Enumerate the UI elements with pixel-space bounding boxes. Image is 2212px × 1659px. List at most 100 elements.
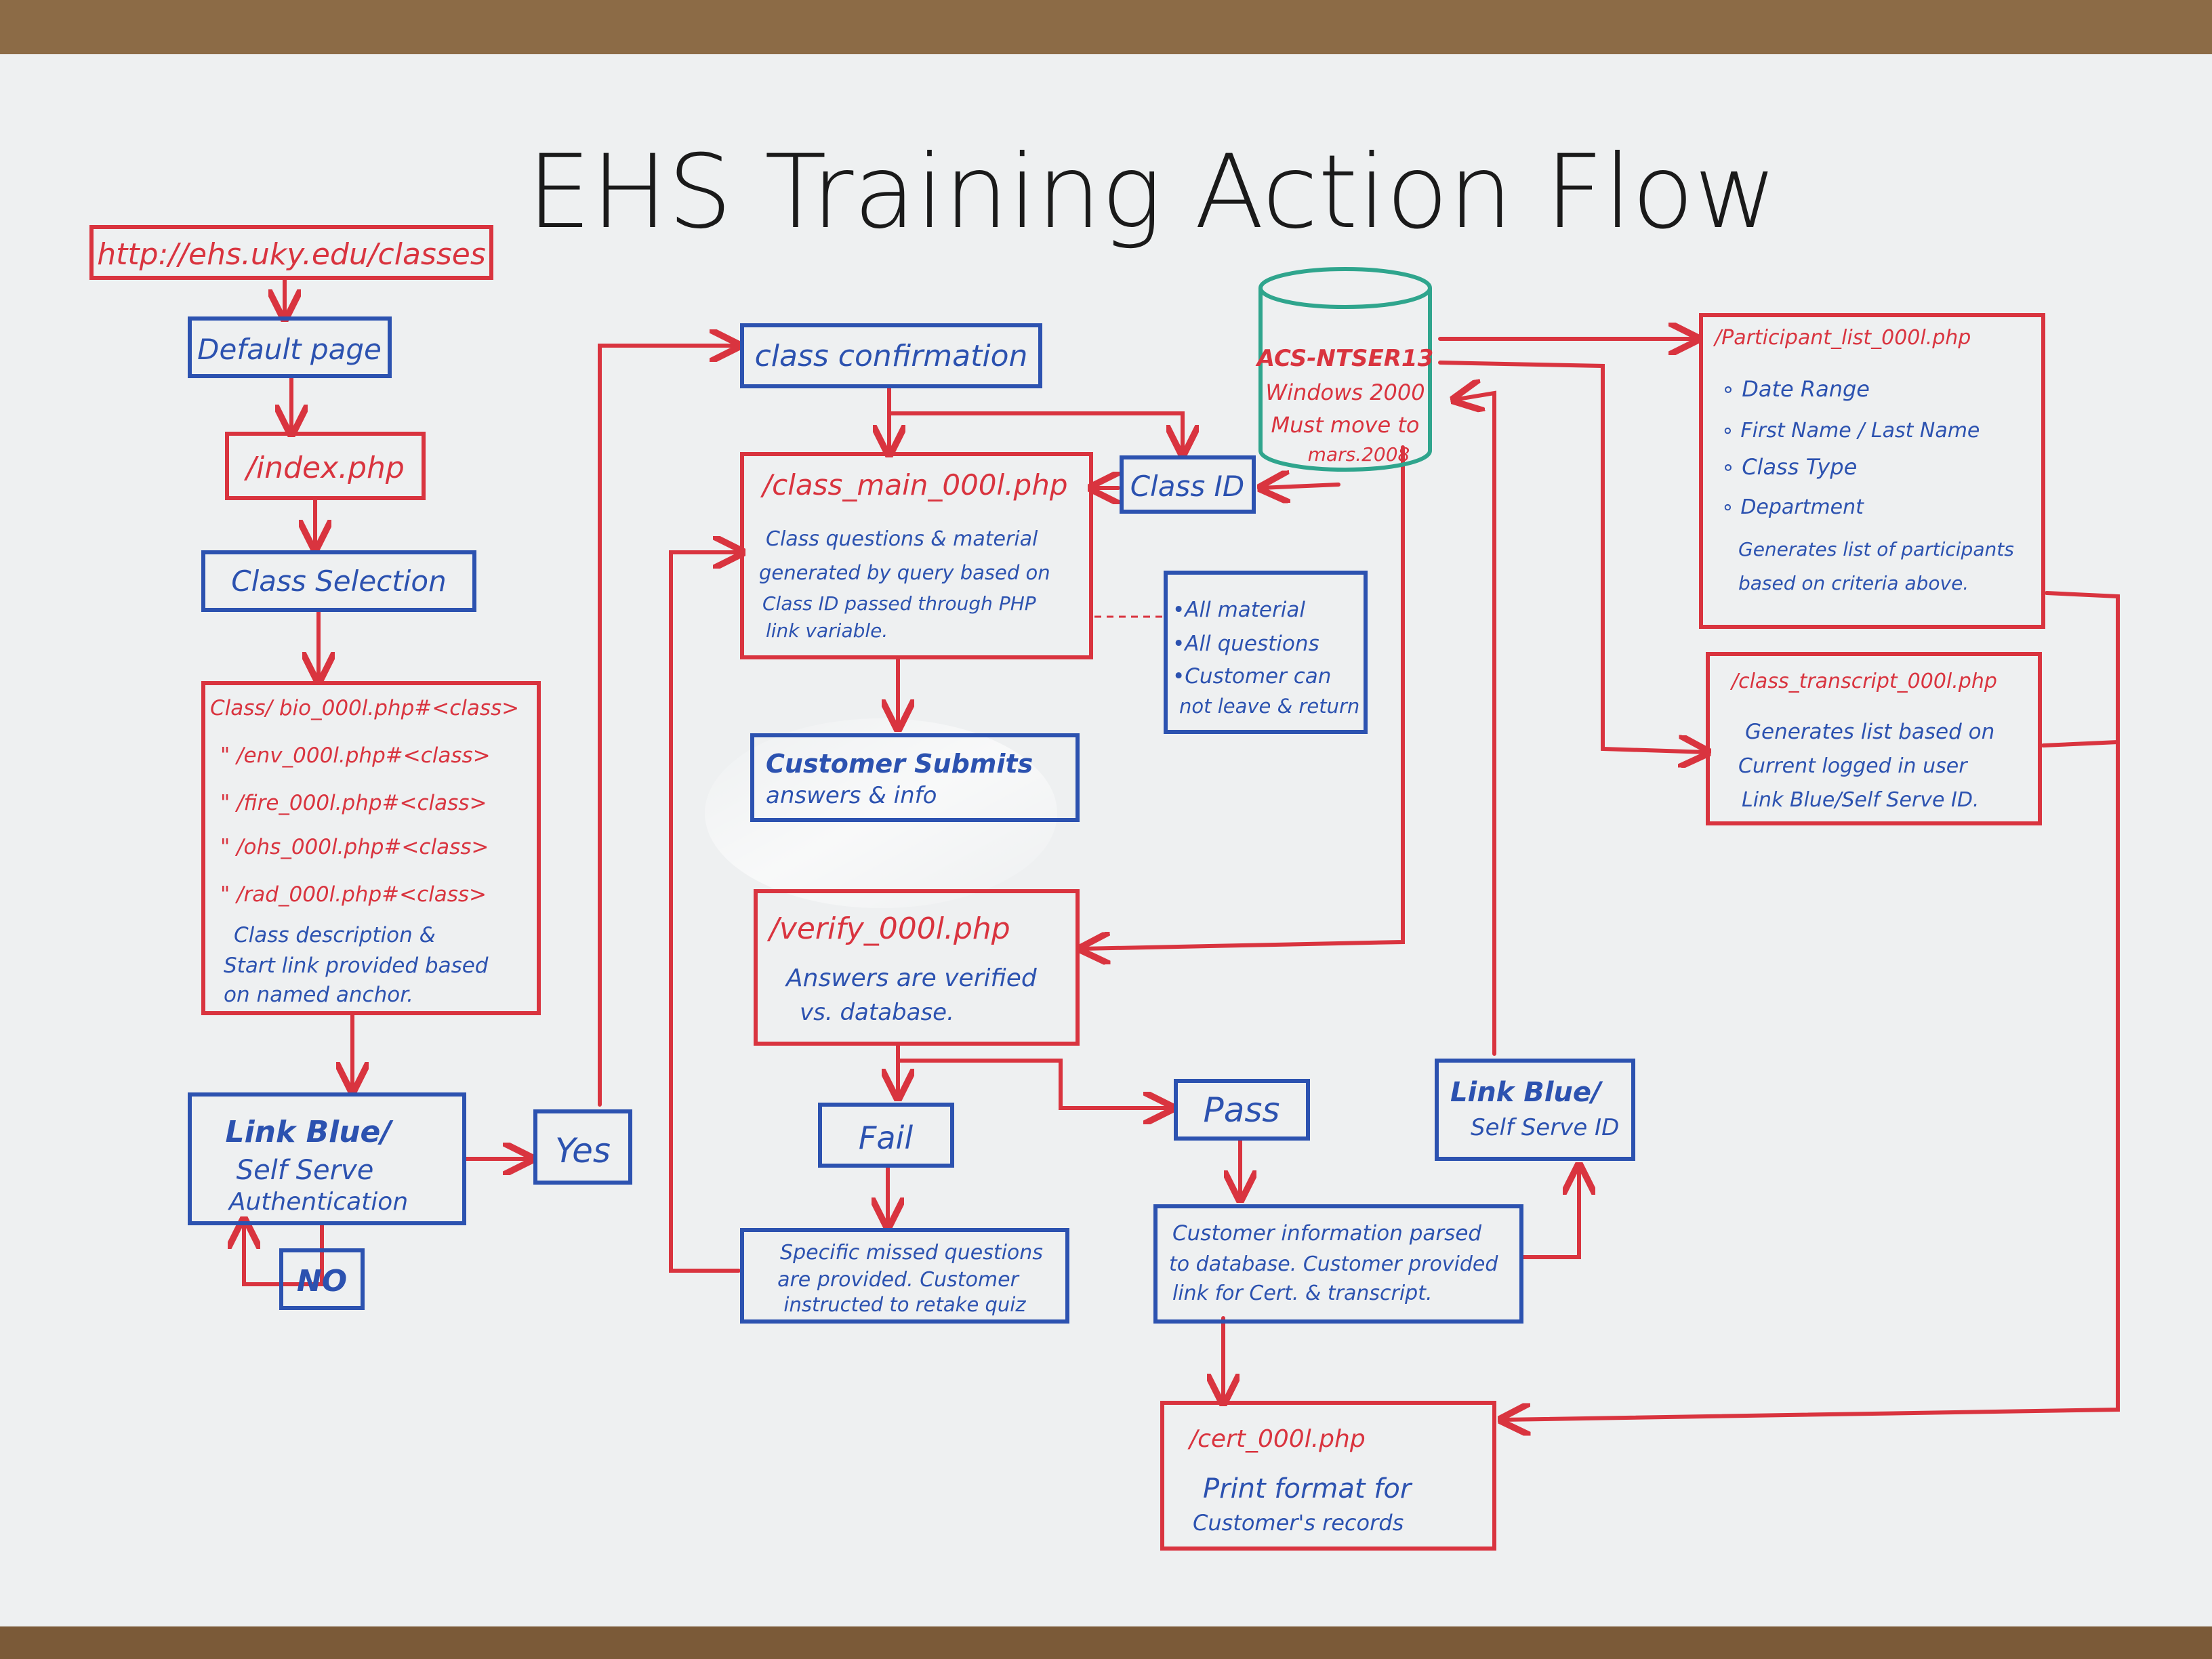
customer-submits-line-2: answers & info xyxy=(766,782,937,809)
transcript-desc-3: Link Blue/Self Serve ID. xyxy=(1742,788,1979,812)
default-page-box: Default page xyxy=(188,316,392,378)
light-glare xyxy=(705,718,1057,908)
transcript-title: /class_transcript_000l.php xyxy=(1729,670,1997,693)
cert-desc-2: Customer's records xyxy=(1193,1510,1404,1536)
link-blue-id-line-2: Self Serve ID xyxy=(1471,1114,1619,1141)
customer-submits-line-1: Customer Submits xyxy=(766,749,1033,779)
link-blue-auth-line-2: Self Serve xyxy=(237,1155,374,1186)
edge-db-to-transcript xyxy=(1438,361,1708,752)
edge-custinfo-to-linkblue xyxy=(1519,1166,1579,1259)
edge-db-to-verify xyxy=(1081,445,1405,949)
edge-confirmation-to-classid xyxy=(887,411,1183,454)
class-selection-text: Class Selection xyxy=(231,565,446,598)
edge-reports-to-cert xyxy=(1501,591,2120,1420)
url-box: http://ehs.uky.edu/classes xyxy=(89,225,493,280)
class-list-line-5: " /rad_000l.php#<class> xyxy=(220,882,487,907)
customer-info-box: Customer information parsed to database.… xyxy=(1153,1204,1523,1324)
url-text: http://ehs.uky.edu/classes xyxy=(97,237,486,272)
no-box: NO xyxy=(279,1248,365,1310)
customer-info-line-3: link for Cert. & transcript. xyxy=(1172,1282,1433,1305)
database-cylinder: ACS-NTSER13 Windows 2000 Must move to ma… xyxy=(1255,267,1433,472)
participant-desc-1: Generates list of participants xyxy=(1738,538,2014,560)
verify-title: /verify_000l.php xyxy=(766,912,1010,946)
edge-transcript-join xyxy=(2041,740,2120,747)
default-page-text: Default page xyxy=(197,333,382,366)
class-list-line-2: " /env_000l.php#<class> xyxy=(220,743,491,768)
missed-line-2: are provided. Customer xyxy=(777,1268,1020,1292)
cert-title: /cert_000l.php xyxy=(1187,1425,1366,1453)
edge-db-to-classid xyxy=(1261,485,1340,488)
participant-item-3: ∘ Class Type xyxy=(1721,454,1857,480)
pass-box: Pass xyxy=(1174,1079,1310,1141)
class-id-box: Class ID xyxy=(1120,455,1256,514)
note-line-1: •All material xyxy=(1172,598,1305,622)
board-tray xyxy=(0,1626,2212,1659)
index-php-box: /index.php xyxy=(225,432,426,500)
class-list-line-1: Class/ bio_000l.php#<class> xyxy=(210,696,519,720)
participant-item-2: ∘ First Name / Last Name xyxy=(1721,419,1980,443)
verify-desc-2: vs. database. xyxy=(800,999,954,1026)
no-text: NO xyxy=(297,1264,347,1298)
class-list-desc-3: on named anchor. xyxy=(224,983,413,1007)
class-main-desc-4: link variable. xyxy=(766,619,888,642)
customer-info-line-1: Customer information parsed xyxy=(1172,1221,1481,1246)
class-main-desc-2: generated by query based on xyxy=(759,561,1050,584)
db-line-3: Must move to xyxy=(1271,412,1420,438)
transcript-desc-2: Current logged in user xyxy=(1738,754,1968,778)
edge-linkblue-to-db xyxy=(1454,393,1496,1056)
edge-verify-to-pass xyxy=(896,1059,1172,1108)
missed-line-1: Specific missed questions xyxy=(780,1241,1043,1265)
pass-text: Pass xyxy=(1204,1090,1280,1130)
class-transcript-box: /class_transcript_000l.php Generates lis… xyxy=(1706,652,2042,825)
verify-box: /verify_000l.php Answers are verified vs… xyxy=(754,889,1080,1046)
edge-missed-to-main xyxy=(669,552,742,1273)
missed-questions-box: Specific missed questions are provided. … xyxy=(740,1228,1069,1324)
fail-text: Fail xyxy=(859,1120,913,1156)
class-list-box: Class/ bio_000l.php#<class> " /env_000l.… xyxy=(201,681,541,1015)
customer-info-line-2: to database. Customer provided xyxy=(1169,1252,1498,1276)
link-blue-auth-line-3: Authentication xyxy=(228,1188,408,1216)
class-main-box: /class_main_000l.php Class questions & m… xyxy=(740,452,1093,659)
cert-desc-1: Print format for xyxy=(1203,1473,1413,1504)
class-list-desc-2: Start link provided based xyxy=(224,954,489,978)
participant-item-1: ∘ Date Range xyxy=(1721,376,1870,402)
db-line-2: Windows 2000 xyxy=(1265,380,1425,405)
yes-box: Yes xyxy=(533,1109,632,1185)
yes-text: Yes xyxy=(555,1131,611,1170)
participant-desc-2: based on criteria above. xyxy=(1738,572,1969,594)
db-line-4: mars.2008 xyxy=(1308,443,1410,466)
participant-item-4: ∘ Department xyxy=(1721,495,1864,519)
class-list-desc-1: Class description & xyxy=(234,923,436,947)
class-main-title: /class_main_000l.php xyxy=(760,468,1067,501)
verify-desc-1: Answers are verified xyxy=(785,964,1038,992)
note-line-3: •Customer can xyxy=(1172,664,1331,689)
note-line-2: •All questions xyxy=(1172,632,1319,656)
cert-box: /cert_000l.php Print format for Customer… xyxy=(1160,1401,1496,1551)
class-confirmation-box: class confirmation xyxy=(740,323,1042,388)
link-blue-auth-line-1: Link Blue/ xyxy=(226,1115,394,1149)
class-list-line-3: " /fire_000l.php#<class> xyxy=(220,791,487,815)
all-material-note-box: •All material •All questions •Customer c… xyxy=(1164,571,1368,734)
participant-title: /Participant_list_000l.php xyxy=(1713,326,1971,350)
diagram-title: EHS Training Action Flow xyxy=(527,134,1778,251)
missed-line-3: instructed to retake quiz xyxy=(783,1293,1026,1316)
class-main-desc-1: Class questions & material xyxy=(766,527,1038,551)
class-id-text: Class ID xyxy=(1130,470,1245,503)
class-main-desc-3: Class ID passed through PHP xyxy=(762,592,1036,615)
fail-box: Fail xyxy=(818,1103,954,1168)
customer-submits-box: Customer Submits answers & info xyxy=(750,733,1080,822)
link-blue-id-line-1: Link Blue/ xyxy=(1450,1077,1603,1108)
transcript-desc-1: Generates list based on xyxy=(1745,720,1994,744)
index-php-text: /index.php xyxy=(243,451,405,485)
class-list-line-4: " /ohs_000l.php#<class> xyxy=(220,835,489,859)
class-selection-box: Class Selection xyxy=(201,550,476,612)
participant-list-box: /Participant_list_000l.php ∘ Date Range … xyxy=(1699,313,2045,629)
db-line-1: ACS-NTSER13 xyxy=(1255,345,1433,372)
link-blue-id-box: Link Blue/ Self Serve ID xyxy=(1435,1059,1635,1161)
note-line-4: not leave & return xyxy=(1179,695,1359,718)
link-blue-auth-box: Link Blue/ Self Serve Authentication xyxy=(188,1092,466,1225)
edge-yes-to-confirmation xyxy=(598,346,739,1107)
class-confirmation-text: class confirmation xyxy=(755,339,1028,373)
